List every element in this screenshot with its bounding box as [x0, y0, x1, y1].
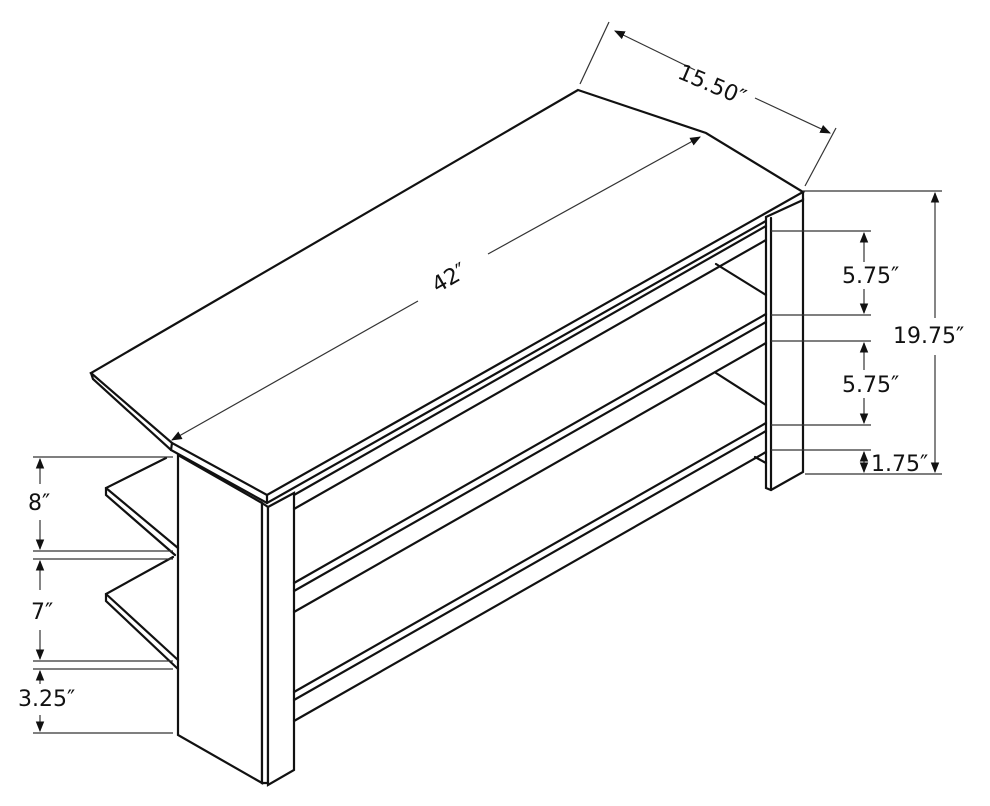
left-side-panel	[176, 453, 296, 787]
shelves	[292, 224, 768, 723]
right-middle-gap-label: 5.75″	[842, 373, 900, 398]
depth-dimension	[579, 21, 837, 187]
left-height-dimensions	[33, 456, 173, 734]
right-height-dimensions	[771, 190, 942, 475]
right-upper-gap-label: 5.75″	[842, 264, 900, 289]
width-dimension	[171, 136, 701, 441]
right-leg	[764, 198, 805, 492]
left-upper-gap-label: 8″	[28, 491, 51, 516]
left-side-shelves	[104, 456, 180, 671]
left-middle-gap-label: 7″	[31, 600, 54, 625]
overall-height-label: 19.75″	[893, 324, 965, 349]
right-bottom-clearance-label: 1.75″	[871, 452, 929, 477]
left-bottom-clearance-label: 3.25″	[18, 687, 76, 712]
tabletop	[89, 88, 806, 505]
